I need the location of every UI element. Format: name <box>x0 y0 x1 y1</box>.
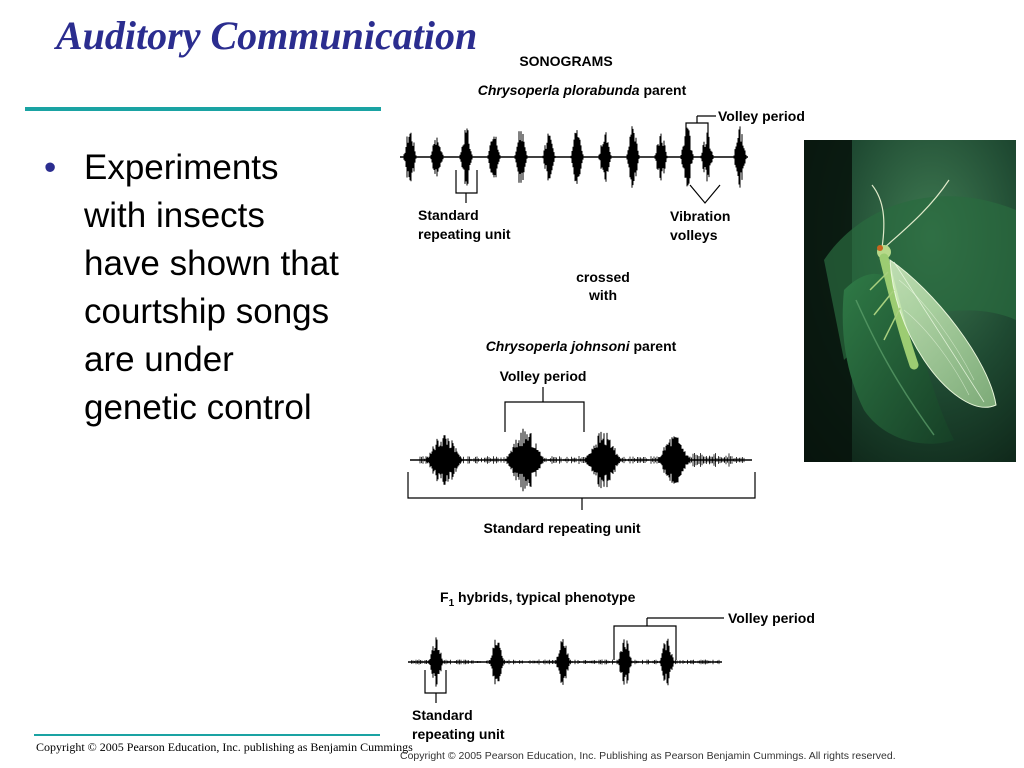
hybrid-volley <box>489 639 505 685</box>
parent2-volley-bracket <box>504 401 585 432</box>
hybrid-volley-bracket <box>613 625 677 660</box>
parent1-pulse <box>430 137 444 177</box>
hybrid-waveform <box>409 637 720 687</box>
parent1-pulse <box>654 133 668 181</box>
copyright-right: Copyright © 2005 Pearson Education, Inc.… <box>400 750 896 762</box>
parent1-label: Chrysoperla plorabunda parent <box>478 82 687 98</box>
hybrid-unit-label-1: Standard <box>412 707 473 723</box>
parent1-pulse <box>626 126 640 188</box>
sonograms-heading: SONOGRAMS <box>519 53 612 69</box>
parent1-unit-label-1: Standard <box>418 207 479 223</box>
hybrid-volley-label: Volley period <box>728 610 815 626</box>
parent1-pulse <box>700 132 714 182</box>
parent1-waveform <box>403 126 747 188</box>
parent1-pulse <box>459 128 473 186</box>
parent2-label: Chrysoperla johnsoni parent <box>486 338 677 354</box>
hybrid-volley <box>555 639 571 685</box>
hybrid-noise <box>409 659 720 665</box>
parent2-volley <box>583 431 623 489</box>
parent2-unit-bracket <box>407 472 756 499</box>
copyright-left: Copyright © 2005 Pearson Education, Inc.… <box>36 740 413 754</box>
parent2-volley <box>424 435 464 485</box>
parent2-unit-label: Standard repeating unit <box>483 520 640 536</box>
title-underline <box>25 107 381 111</box>
parent1-pulse <box>598 132 612 182</box>
parent1-pulse <box>514 131 528 183</box>
hybrid-volley <box>428 637 444 687</box>
bullet-text: Experiments with insects have shown that… <box>84 148 339 427</box>
parent1-pulse <box>680 127 694 187</box>
hybrid-label: F1 hybrids, typical phenotype <box>440 589 636 609</box>
parent1-pulse <box>570 130 584 184</box>
hybrid-volley <box>617 639 633 685</box>
slide-title: Auditory Communication <box>56 13 478 58</box>
vibration-pointer <box>689 184 721 204</box>
parent2-noise <box>689 453 730 467</box>
vibration-label-2: volleys <box>670 227 718 243</box>
crossed-label-2: with <box>588 287 617 303</box>
parent1-unit-label-2: repeating unit <box>418 226 511 242</box>
hybrid-volley <box>659 638 675 686</box>
parent1-volley-label: Volley period <box>718 108 805 124</box>
parent1-pulse <box>403 132 417 182</box>
parent2-volley <box>504 428 546 492</box>
crossed-label-1: crossed <box>576 269 630 285</box>
parent2-waveform <box>419 428 745 492</box>
hybrid-unit-label-2: repeating unit <box>412 726 505 742</box>
parent2-volley <box>656 436 692 484</box>
bullet-icon: • <box>44 148 57 187</box>
footer-rule <box>34 734 380 736</box>
parent1-pulse <box>542 133 556 181</box>
lacewing-photo <box>804 140 1016 462</box>
parent1-pulse <box>487 136 501 178</box>
parent1-pulse <box>733 126 747 188</box>
parent2-volley-label: Volley period <box>500 368 587 384</box>
vibration-label-1: Vibration <box>670 208 730 224</box>
